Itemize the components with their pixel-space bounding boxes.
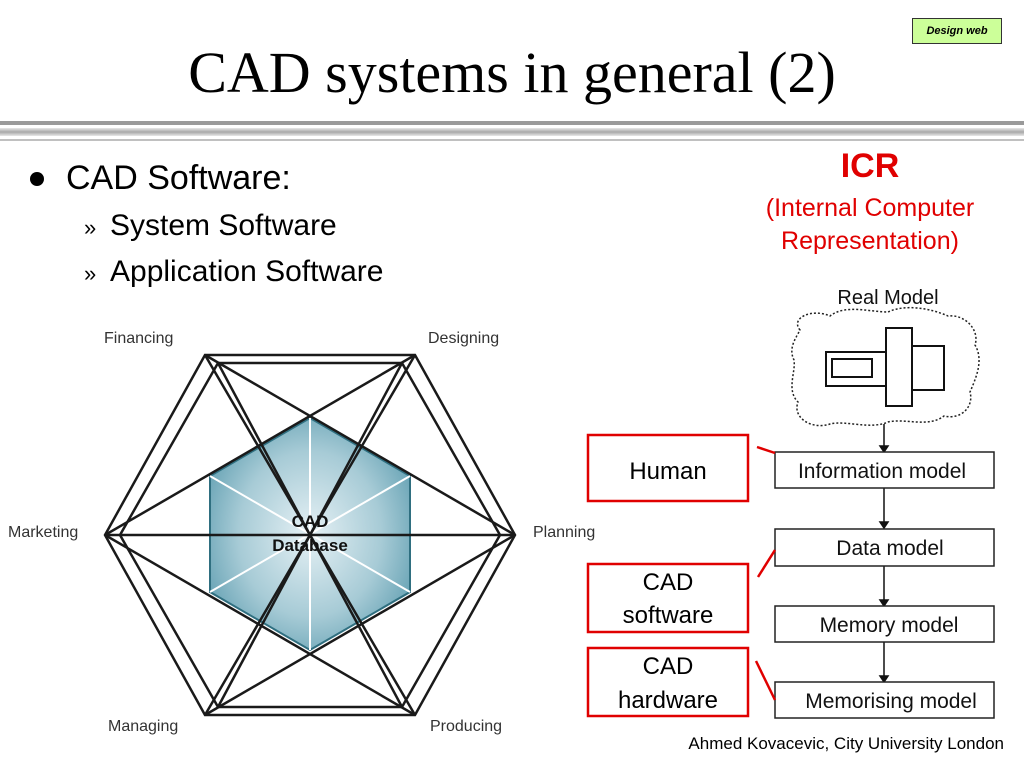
memorising-model-label: Memorising model	[805, 690, 977, 713]
memory-model-label: Memory model	[820, 614, 959, 637]
data-model-box	[774, 528, 995, 567]
cad-hardware-line1: CAD	[643, 653, 694, 680]
real-model-shape-icon	[825, 327, 945, 407]
vertex-designing: Designing	[428, 330, 499, 347]
title-divider	[0, 121, 1024, 125]
icr-heading: ICR	[840, 147, 900, 185]
cad-software-line1: CAD	[643, 569, 694, 596]
real-model-label: Real Model	[837, 287, 938, 309]
footer-credit: Ahmed Kovacevic, City University London	[688, 734, 1004, 753]
icr-subtitle-line1: (Internal Computer	[765, 194, 975, 222]
sub-bullet-text: System Software	[110, 209, 337, 242]
information-model-box	[774, 451, 995, 489]
cad-hardware-line2: hardware	[618, 687, 718, 714]
sub-bullet-marker-icon: »	[84, 261, 97, 286]
human-box	[586, 433, 750, 503]
design-web-badge[interactable]: Design web	[912, 18, 1002, 44]
red-connector-lines	[754, 445, 777, 701]
hex-center-cad: CAD	[292, 512, 329, 531]
bullet-text: CAD Software:	[66, 159, 291, 197]
cad-software-line2: software	[623, 602, 714, 629]
icr-subtitle: (Internal Computer Representation)	[740, 192, 1000, 258]
hex-center-database: Database	[272, 536, 348, 555]
vertex-managing: Managing	[108, 718, 178, 735]
title-divider-shaded	[0, 128, 1024, 136]
data-model-label: Data model	[836, 537, 943, 560]
cad-hardware-box	[586, 646, 750, 718]
icr-flow-diagram: Real Model Information model Data model …	[586, 287, 995, 719]
sub-bullet-marker-icon: »	[84, 215, 97, 240]
sub-bullet-text: Application Software	[110, 255, 384, 288]
title-divider-thin	[0, 139, 1024, 141]
bullet-dot-icon	[30, 172, 44, 186]
cad-software-box	[586, 562, 750, 634]
vertex-planning: Planning	[533, 524, 595, 541]
flow-arrows	[878, 424, 890, 684]
human-label: Human	[629, 458, 706, 485]
cad-database-hexagon-diagram: CAD Database Financing Designing Plannin…	[8, 330, 595, 735]
vertex-marketing: Marketing	[8, 524, 78, 541]
information-model-label: Information model	[798, 460, 966, 483]
icr-subtitle-line2: Representation)	[781, 227, 959, 255]
memory-model-box	[774, 605, 995, 643]
outer-frame-lines	[103, 353, 517, 717]
vertex-financing: Financing	[104, 330, 173, 347]
slide-title: CAD systems in general (2)	[188, 40, 836, 105]
vertex-producing: Producing	[430, 718, 502, 735]
